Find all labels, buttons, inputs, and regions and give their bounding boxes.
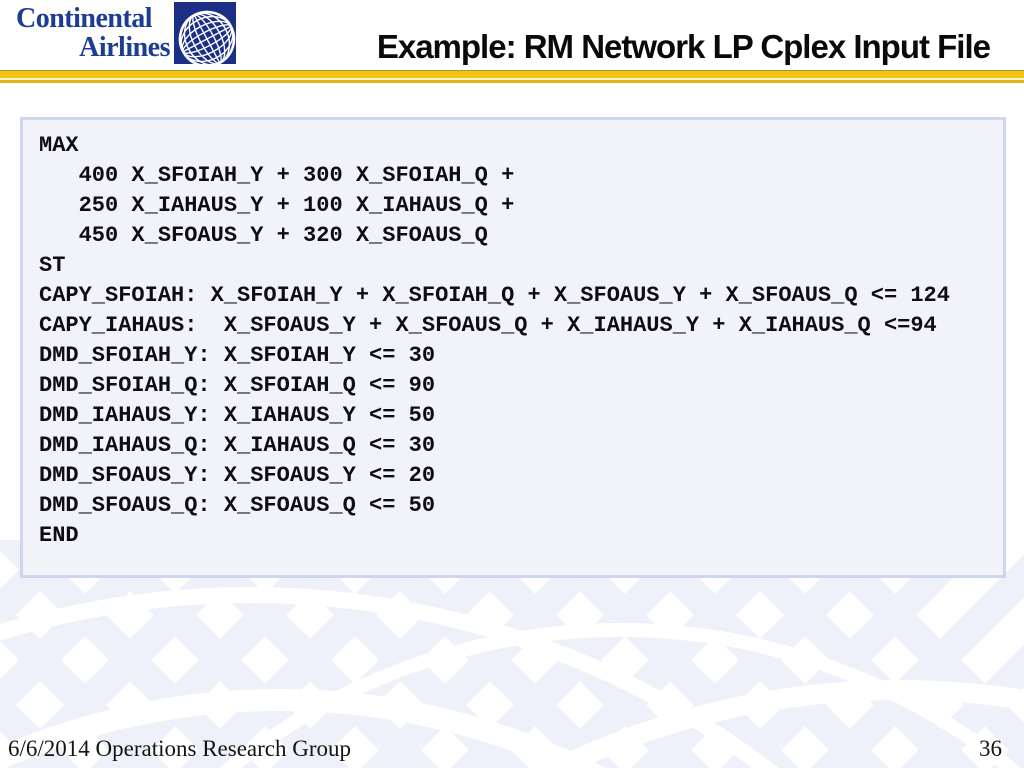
header: Continental Airlines — [0, 0, 1024, 70]
footer-date-group: 6/6/2014 Operations Research Group — [8, 736, 352, 761]
logo-line2: Airlines — [79, 32, 170, 63]
logo-line1: Continental — [16, 3, 153, 34]
cplex-input-file-box: MAX 400 X_SFOIAH_Y + 300 X_SFOIAH_Q + 25… — [20, 117, 1006, 578]
continental-airlines-logo: Continental Airlines — [16, 3, 171, 63]
gold-divider — [0, 70, 1024, 83]
continental-globe-icon — [174, 2, 236, 64]
code-block: MAX 400 X_SFOIAH_Y + 300 X_SFOIAH_Q + 25… — [39, 133, 950, 548]
page-number: 36 — [979, 736, 1002, 761]
page-title: Example: RM Network LP Cplex Input File — [376, 28, 991, 65]
